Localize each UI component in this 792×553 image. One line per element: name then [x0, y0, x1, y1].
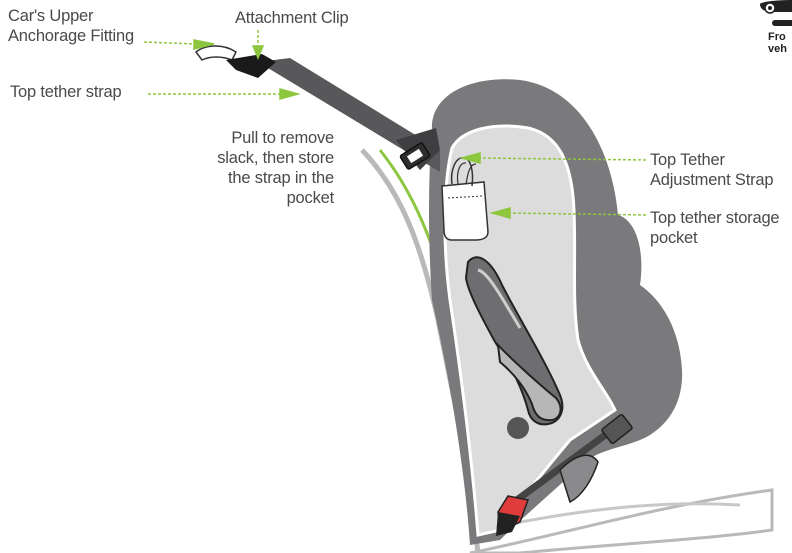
label-pull-instruction: Pull to remove slack, then store the str… — [196, 128, 334, 208]
label-attachment-clip: Attachment Clip — [235, 8, 348, 28]
label-front-of-vehicle: Fro veh — [768, 31, 787, 55]
label-top-tether-adjustment-strap: Top Tether Adjustment Strap — [650, 150, 773, 190]
front-of-vehicle-icon — [760, 0, 792, 26]
label-top-tether-strap: Top tether strap — [10, 82, 121, 102]
seat-button — [507, 417, 529, 439]
label-top-tether-storage-pocket: Top tether storage pocket — [650, 208, 779, 248]
label-upper-anchorage-fitting: Car's Upper Anchorage Fitting — [8, 6, 134, 46]
upper-anchorage-fitting — [196, 46, 236, 60]
